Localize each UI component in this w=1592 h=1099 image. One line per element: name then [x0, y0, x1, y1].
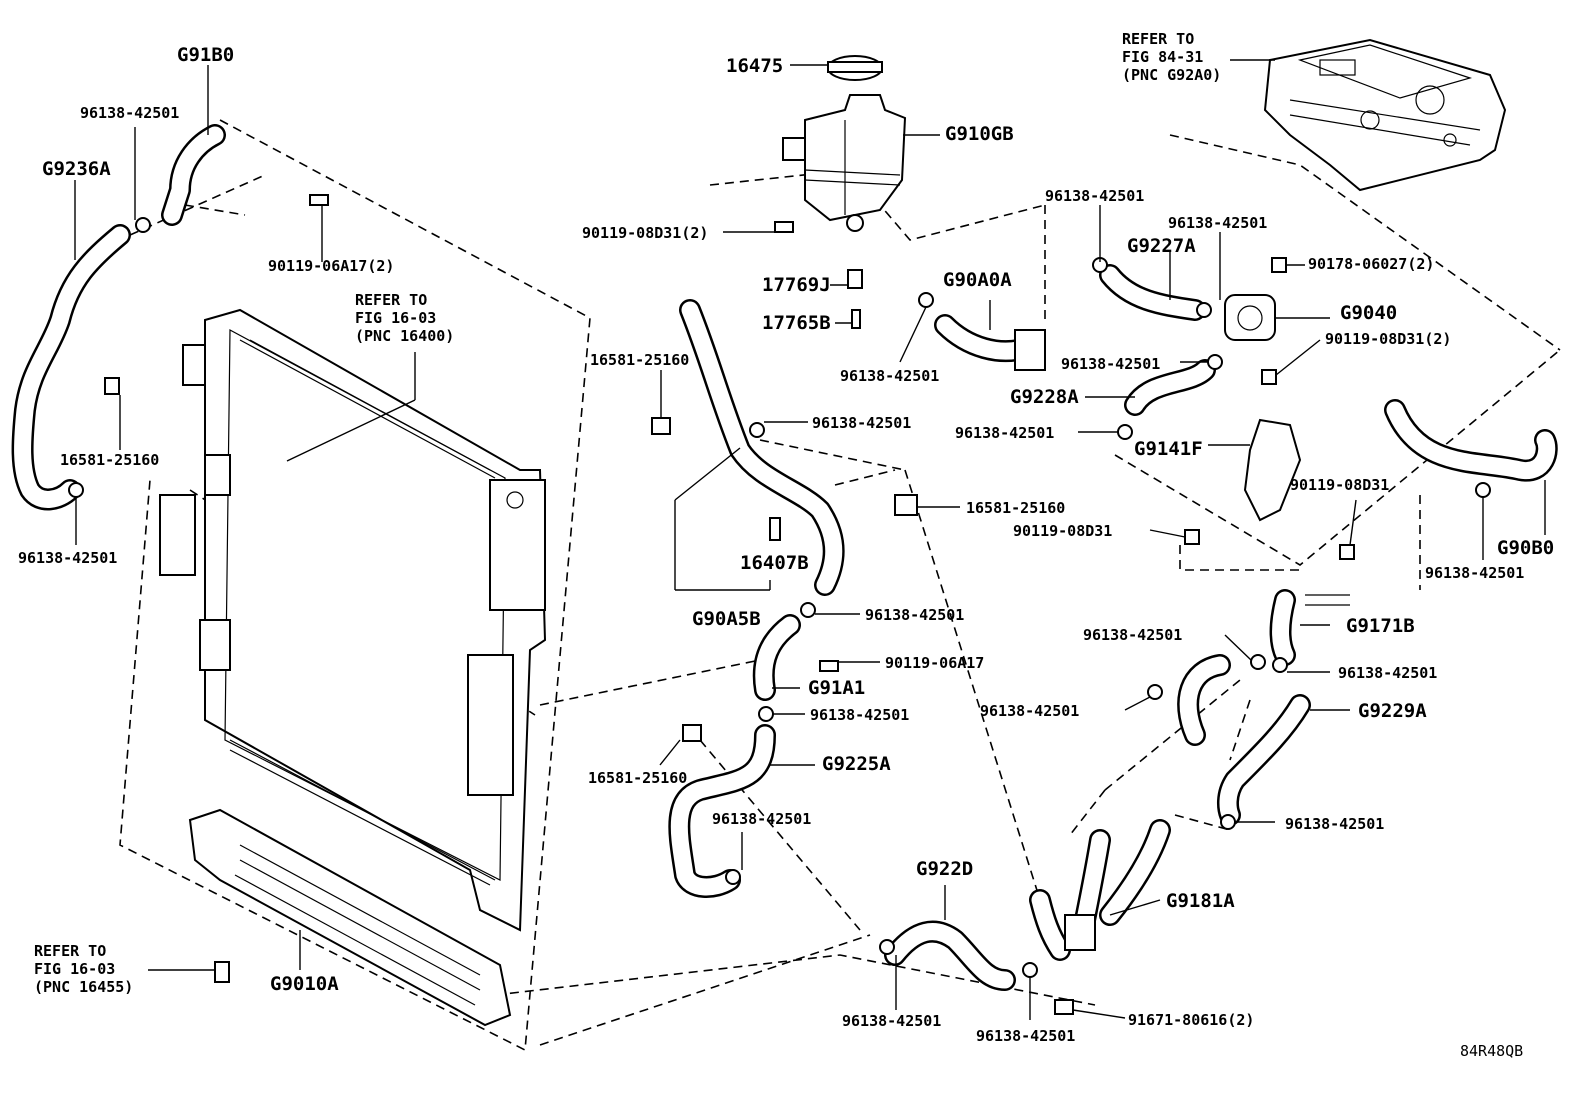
label-g922d: G922D	[916, 858, 974, 880]
label-refer-condenser: REFER TO FIG 16-03 (PNC 16455)	[34, 942, 134, 996]
hoses	[11, 124, 1558, 991]
label-clamp-g9227a-right: 96138-42501	[1168, 214, 1268, 232]
label-clamp-bottom-1: 96138-42501	[842, 1012, 942, 1030]
label-g910gb: G910GB	[945, 123, 1014, 145]
label-g91b0: G91B0	[177, 44, 235, 66]
label-refer-inverter: REFER TO FIG 84-31 (PNC G92A0)	[1122, 30, 1222, 84]
label-sensor-mid-right: 16581-25160	[966, 499, 1066, 517]
label-bolt-08d31-b: 90119-08D31	[1013, 522, 1113, 540]
label-bolt-06a17-2: 90119-06A17(2)	[268, 257, 395, 275]
label-g90b0: G90B0	[1497, 537, 1555, 559]
label-g9229a: G9229A	[1358, 700, 1427, 722]
label-clamp-g90b0: 96138-42501	[1425, 564, 1525, 582]
reservoir-tank	[782, 55, 907, 329]
radiator-assembly	[159, 308, 547, 932]
label-clamp-top-left: 96138-42501	[80, 104, 180, 122]
label-17765b: 17765B	[762, 312, 831, 334]
label-g91a1: G91A1	[808, 677, 866, 699]
label-16475: 16475	[726, 55, 784, 77]
label-bolt-06a17: 90119-06A17	[885, 654, 985, 672]
label-refer-radiator: REFER TO FIG 16-03 (PNC 16400)	[355, 291, 455, 345]
label-clamp-mid-3: 96138-42501	[810, 706, 910, 724]
label-sensor-left: 16581-25160	[60, 451, 160, 469]
label-17769j: 17769J	[762, 274, 831, 296]
label-bolt-08d31-2-left: 90119-08D31(2)	[582, 224, 709, 242]
label-g90a0a: G90A0A	[943, 269, 1012, 291]
label-g9236a: G9236A	[42, 158, 111, 180]
label-clamp-g9229a-left: 96138-42501	[980, 702, 1080, 720]
leader-lines	[74, 59, 1546, 1020]
label-clamp-g9171b-left: 96138-42501	[1083, 626, 1183, 644]
label-g9181a: G9181A	[1166, 890, 1235, 912]
label-clamp-g9229a-low: 96138-42501	[1285, 815, 1385, 833]
label-g9228a: G9228A	[1010, 386, 1079, 408]
diagram-code: 84R48QB	[1460, 1042, 1524, 1060]
label-clamp-g90a0a-low: 96138-42501	[840, 367, 940, 385]
label-g9040: G9040	[1340, 302, 1398, 324]
label-g9171b: G9171B	[1346, 615, 1415, 637]
label-bolt-08d31-a: 90119-08D31	[1290, 476, 1390, 494]
small-parts	[68, 194, 1491, 1015]
label-g90a5b: G90A5B	[692, 608, 761, 630]
label-clamp-mid-1: 96138-42501	[812, 414, 912, 432]
label-g9141f: G9141F	[1134, 438, 1203, 460]
label-bolt-08d31-2-right: 90119-08D31(2)	[1325, 330, 1452, 348]
label-g9010a: G9010A	[270, 973, 339, 995]
label-g9227a: G9227A	[1127, 235, 1196, 257]
label-clamp-g9227a-left: 96138-42501	[1061, 355, 1161, 373]
label-clamp-g9171b-right: 96138-42501	[1338, 664, 1438, 682]
label-16407b: 16407B	[740, 552, 809, 574]
label-bolt-80616-2: 91671-80616(2)	[1128, 1011, 1255, 1029]
label-clamp-left-lower: 96138-42501	[18, 549, 118, 567]
label-clamp-mid-4: 96138-42501	[712, 810, 812, 828]
label-sensor-mid: 16581-25160	[590, 351, 690, 369]
label-clamp-g90a0a-top: 96138-42501	[1045, 187, 1145, 205]
label-sensor-lower: 16581-25160	[588, 769, 688, 787]
condenser-assembly	[188, 808, 512, 1027]
label-clamp-bottom-2: 96138-42501	[976, 1027, 1076, 1045]
label-bolt-06027-2: 90178-06027(2)	[1308, 255, 1435, 273]
label-g9225a: G9225A	[822, 753, 891, 775]
label-clamp-mid-2: 96138-42501	[865, 606, 965, 624]
inverter-assembly	[1263, 38, 1507, 192]
dashed-outlines	[119, 119, 1561, 1052]
label-clamp-g9228a: 96138-42501	[955, 424, 1055, 442]
